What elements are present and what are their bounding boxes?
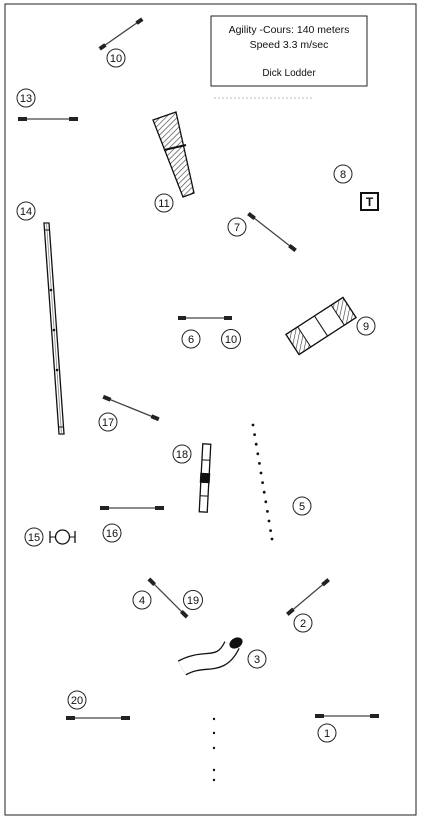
obstacle-20-label: 20 (71, 695, 83, 707)
obstacle-8-table: T (360, 192, 379, 211)
obstacle-2-jump (286, 578, 330, 616)
obstacle-20-number: 20 (67, 690, 87, 710)
obstacle-18-number: 18 (172, 444, 192, 464)
obstacle-7-label: 7 (234, 222, 240, 234)
obstacle-17-number: 17 (98, 412, 118, 432)
obstacle-18-label: 18 (176, 449, 188, 461)
obstacle-2-number: 2 (293, 613, 313, 633)
obstacle-6-number: 6 (181, 329, 201, 349)
obstacle-4-19-jump (147, 577, 189, 619)
obstacle-17-label: 17 (102, 417, 114, 429)
obstacle-3-number: 3 (247, 649, 267, 669)
obstacle-13-jump (18, 117, 78, 121)
obstacle-9-a-frame (285, 296, 357, 356)
course-speed-text: Speed 3.3 m/sec (250, 39, 329, 51)
obstacle-4-number: 4 (132, 590, 152, 610)
start-finish-line (212, 717, 216, 782)
obstacle-13-number: 13 (16, 88, 36, 108)
obstacle-16-jump (100, 506, 164, 510)
obstacle-8-number: 8 (333, 164, 353, 184)
obstacle-12-jump (98, 17, 144, 51)
obstacle-14-dog-walk (43, 222, 65, 435)
obstacle-4-label: 4 (139, 595, 145, 607)
obstacle-17-jump (102, 394, 160, 422)
obstacle-15-label: 15 (28, 532, 40, 544)
obstacle-1-label: 1 (324, 728, 330, 740)
obstacle-7-number: 7 (227, 217, 247, 237)
obstacle-18-long-jump (198, 443, 212, 513)
obstacle-7-jump (247, 211, 297, 253)
obstacle-16-label: 16 (106, 528, 118, 540)
obstacle-5-label: 5 (299, 501, 305, 513)
obstacle-11-seesaw (152, 111, 195, 198)
obstacle-3-label: 3 (254, 654, 260, 666)
obstacle-15-number: 15 (24, 527, 44, 547)
obstacle-9-label: 9 (363, 321, 369, 333)
obstacle-1-number: 1 (317, 723, 337, 743)
obstacle-8-label: 8 (340, 169, 346, 181)
obstacle-5-weave-poles (251, 423, 274, 541)
obstacle-14-label: 14 (20, 206, 32, 218)
table-symbol: T (366, 195, 374, 209)
course-length-text: Agility -Cours: 140 meters (229, 24, 350, 36)
judge-name-text: Dick Lodder (262, 68, 316, 79)
obstacle-1-jump (315, 714, 379, 718)
obstacle-20-jump (66, 716, 130, 720)
obstacle-19-label: 19 (187, 595, 199, 607)
obstacle-6-10-jump (178, 316, 232, 320)
course-info-box: Agility -Cours: 140 meters Speed 3.3 m/s… (210, 15, 368, 87)
obstacle-5-number: 5 (292, 496, 312, 516)
obstacle-19-number: 19 (183, 590, 203, 610)
obstacle-12-number: 10 (106, 48, 126, 68)
obstacle-11-label: 11 (158, 198, 169, 210)
obstacle-15-tire (49, 529, 76, 545)
course-border (4, 3, 417, 816)
obstacle-14-number: 14 (16, 201, 36, 221)
obstacle-16-number: 16 (102, 523, 122, 543)
obstacle-6-label: 6 (188, 334, 194, 346)
obstacle-10-number: 10 (221, 329, 241, 349)
obstacle-9-number: 9 (356, 316, 376, 336)
obstacle-3-tunnel (177, 637, 243, 676)
obstacle-10-label: 10 (225, 334, 237, 346)
obstacle-2-label: 2 (300, 618, 306, 630)
obstacle-13-label: 13 (20, 93, 32, 105)
obstacle-11-number: 11 (154, 193, 174, 213)
obstacle-12-label: 10 (110, 53, 122, 65)
